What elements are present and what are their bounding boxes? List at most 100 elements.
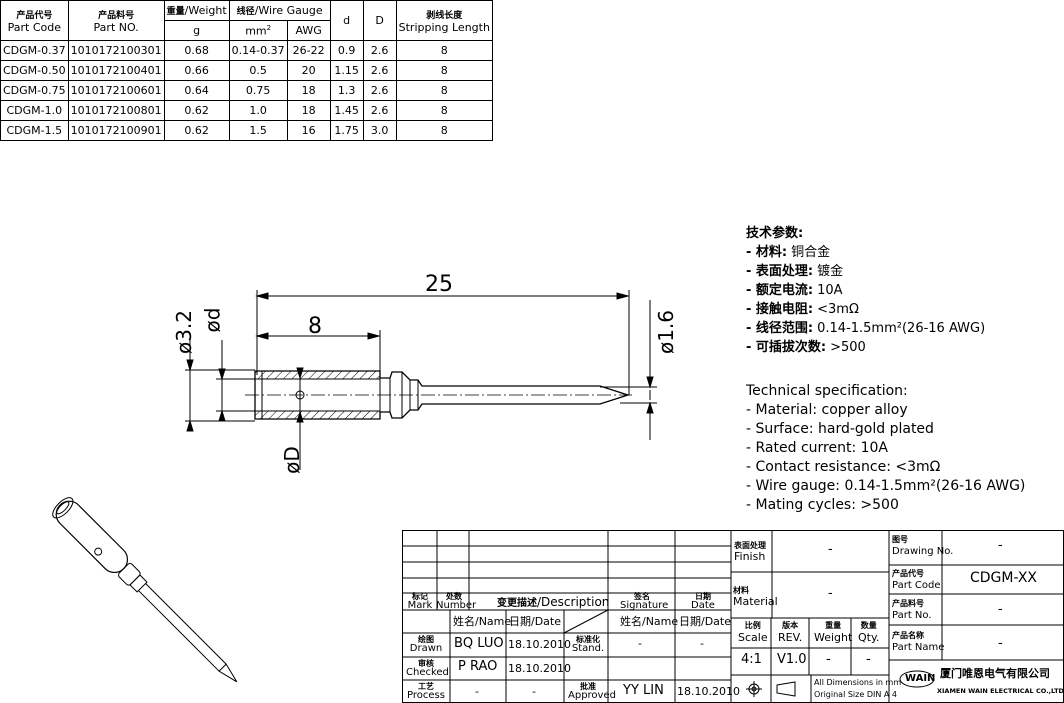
dim-D-label: øD <box>279 446 304 474</box>
tb-rev-val: V1.0 <box>777 652 807 667</box>
table-cell-D: 2.6 <box>362 100 397 121</box>
table-cell-d: 1.75 <box>329 120 364 141</box>
tb-process-name: - <box>475 685 479 698</box>
table-cell-mm2: 1.5 <box>228 120 288 141</box>
tb-process-date: - <box>532 685 536 698</box>
tb-description: 变更描述/Description <box>497 595 610 609</box>
header-stripping: 剥线长度 Stripping Length <box>395 0 493 41</box>
tech-spec-en: Technical specification: - Material: cop… <box>746 382 1025 513</box>
tb-name-header: 姓名/Name <box>453 615 512 628</box>
table-cell-awg: 18 <box>286 100 331 121</box>
tech-zh-title: 技术参数: <box>746 226 804 241</box>
header-D: D <box>362 0 397 41</box>
dim-crimp-label: 8 <box>308 314 322 339</box>
dim-outer-label: ø3.2 <box>172 309 197 355</box>
tb-checked-name: P RAO <box>458 659 498 674</box>
table-cell-no: 1010172100901 <box>67 120 165 141</box>
tb-approved-name: YY LIN <box>623 683 664 698</box>
tb-part-no-val: - <box>998 602 1003 617</box>
company-logo: WAIN <box>905 673 936 684</box>
table-cell-weight: 0.62 <box>163 100 230 121</box>
tb-finish-val: - <box>828 542 833 557</box>
header-part-code: 产品代号 Part Code <box>0 0 69 41</box>
table-cell-weight: 0.62 <box>163 120 230 141</box>
tb-stand-name: - <box>638 637 642 650</box>
company-name-zh: 厦门唯恩电气有限公司 <box>940 667 1050 680</box>
table-header-row: 产品代号 Part Code 产品料号 Part NO. 重量/Weight 线… <box>0 0 493 41</box>
table-cell-mm2: 0.14-0.37 <box>228 40 288 61</box>
tb-drawing-no-val: - <box>998 538 1003 553</box>
tech-zh-line: - 接触电阻:<3mΩ <box>746 302 859 317</box>
company-name-en: XIAMEN WAIN ELECTRICAL CO.,LTD <box>937 687 1064 695</box>
tb-date-header: 日期/Date <box>509 615 561 628</box>
dim-overall-label: 25 <box>425 272 453 297</box>
tech-zh-line: - 线径范围:0.14-1.5mm²(26-16 AWG) <box>746 321 986 336</box>
tb-weight-val: - <box>826 652 831 667</box>
tb-name-header-2: 姓名/Name <box>620 615 679 628</box>
dim-d-label: ød <box>200 307 225 333</box>
tb-approved-date: 18.10.2010 <box>677 685 740 698</box>
tech-en-line: - Contact resistance: <3mΩ <box>746 459 941 475</box>
tb-drawn-date: 18.10.2010 <box>508 638 571 651</box>
tb-material-val: - <box>828 586 833 601</box>
tb-stand-date: - <box>700 637 704 650</box>
tech-en-line: - Rated current: 10A <box>746 440 889 456</box>
table-cell-D: 2.6 <box>362 80 397 101</box>
tech-en-line: - Mating cycles: >500 <box>746 497 899 513</box>
table-cell-no: 1010172100301 <box>67 40 165 61</box>
table-cell-D: 2.6 <box>362 40 397 61</box>
tb-part-code-val: CDGM-XX <box>970 570 1038 586</box>
table-subheader-row: g mm2 AWG <box>1 20 493 41</box>
table-cell-weight: 0.64 <box>163 80 230 101</box>
table-cell-no: 1010172100401 <box>67 60 165 81</box>
table-cell-no: 1010172100601 <box>67 80 165 101</box>
table-cell-code: CDGM-0.75 <box>0 80 69 101</box>
header-mm2: mm2 <box>228 20 288 41</box>
table-cell-d: 0.9 <box>329 40 364 61</box>
tech-en-title: Technical specification: <box>746 383 908 399</box>
tb-part-name-val: - <box>998 636 1003 651</box>
tech-en-line: - Material: copper alloy <box>746 402 908 418</box>
tech-zh-line: - 材料:铜合金 <box>746 245 831 260</box>
tech-spec-zh: 技术参数: - 材料:铜合金 - 表面处理:镀金 - 额定电流:10A - 接触电阻:… <box>746 224 985 355</box>
table-cell-awg: 26-22 <box>286 40 331 61</box>
tb-scale-val: 4:1 <box>741 652 762 667</box>
table-cell-weight: 0.68 <box>163 40 230 61</box>
table-cell-D: 3.0 <box>362 120 397 141</box>
table-cell-code: CDGM-1.0 <box>0 100 69 121</box>
tech-en-line: - Surface: hard-gold plated <box>746 421 934 437</box>
header-part-no: 产品料号 Part NO. <box>67 0 165 41</box>
table-cell-awg: 16 <box>286 120 331 141</box>
table-cell-d: 1.15 <box>329 60 364 81</box>
tech-zh-line: - 额定电流:10A <box>746 283 843 298</box>
tech-zh-line: - 表面处理:镀金 <box>746 264 844 279</box>
dim-pin-label: ø1.6 <box>654 309 679 355</box>
parts-table: 产品代号 Part Code 产品料号 Part NO. 重量/Weight 线… <box>0 0 493 141</box>
tb-checked-date: 18.10.2010 <box>508 662 571 675</box>
table-cell-strip: 8 <box>395 120 493 141</box>
tech-en-line: - Wire gauge: 0.14-1.5mm²(26-16 AWG) <box>746 478 1026 494</box>
